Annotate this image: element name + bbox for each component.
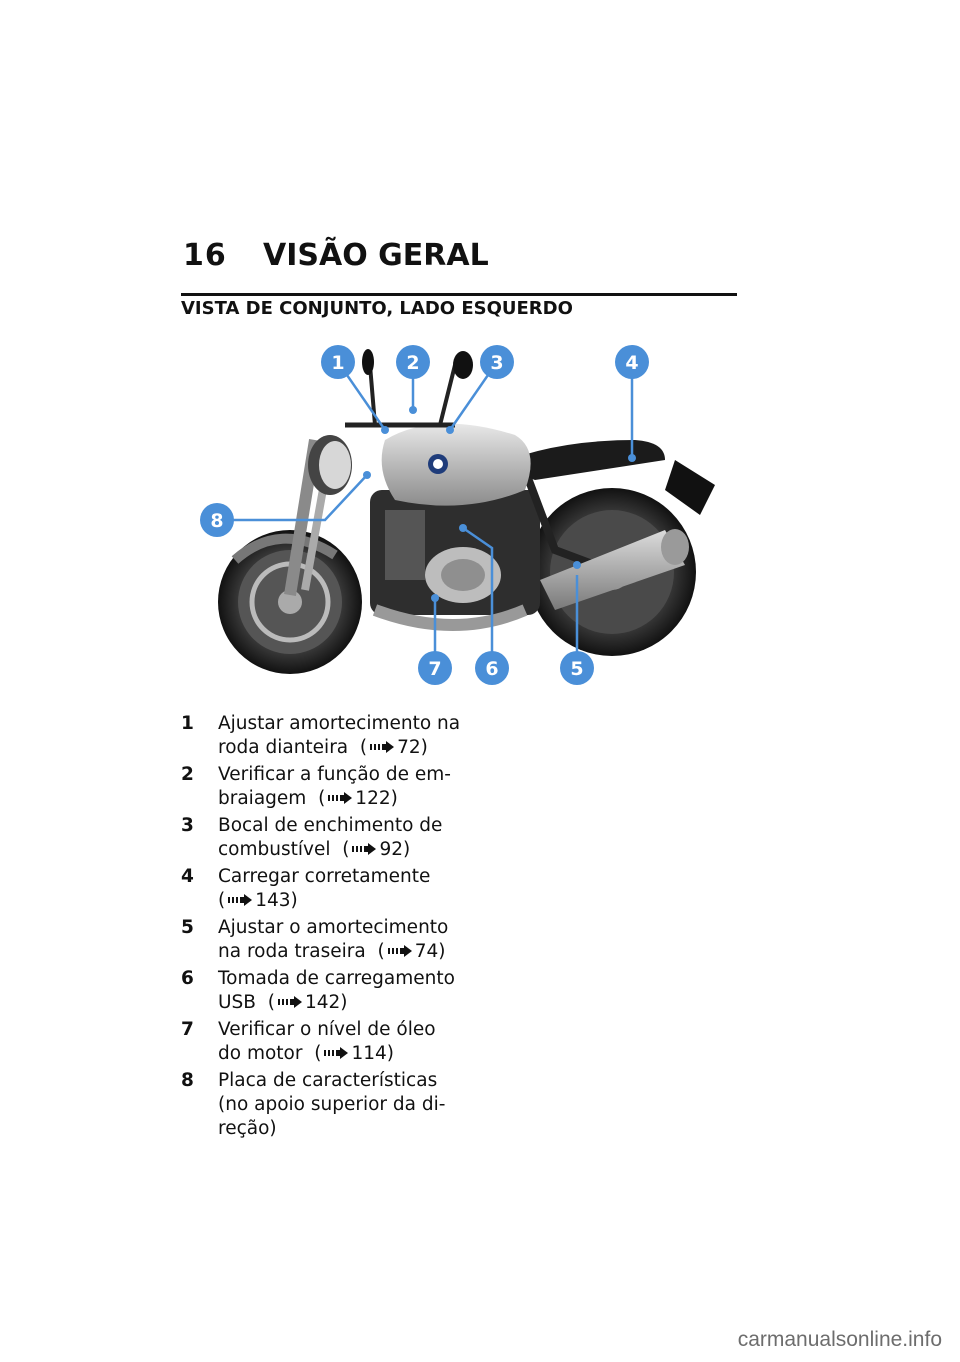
page-ref-arrow-icon [277, 996, 302, 1008]
watermark: carmanualsonline.info [737, 1328, 942, 1351]
page-reference[interactable]: 72) [397, 737, 428, 758]
callout-7: 7 [418, 651, 452, 685]
page-reference[interactable]: 142) [304, 992, 348, 1013]
page-reference[interactable]: 92) [379, 839, 411, 860]
motorcycle-illustration: 1 2 3 4 5 6 7 8 [200, 345, 715, 685]
svg-text:2: 2 [406, 352, 419, 374]
svg-text:7: 7 [428, 658, 441, 680]
svg-text:8: 8 [210, 510, 223, 532]
right-mirror [453, 351, 473, 379]
svg-text:4: 4 [625, 352, 638, 374]
callout-1: 1 [321, 345, 355, 379]
fuel-tank [381, 423, 531, 506]
license-plate [665, 460, 715, 515]
front-fender [231, 533, 338, 564]
section-title: VISTA DE CONJUNTO, LADO ESQUERDO [181, 298, 573, 319]
callout-8: 8 [200, 503, 234, 537]
callout-6: 6 [475, 651, 509, 685]
left-mirror [362, 349, 374, 375]
page-reference[interactable]: 74) [414, 941, 446, 962]
page-reference[interactable]: 114) [351, 1043, 394, 1064]
svg-text:3: 3 [490, 352, 503, 374]
page-ref-arrow-icon [352, 843, 377, 855]
legend-item-8: 8 Placa de características (no apoio sup… [181, 1070, 446, 1139]
callout-legend: 1 Ajustar amortecimento na roda dianteir… [181, 712, 471, 1144]
page-reference[interactable]: 143) [255, 890, 298, 911]
frame [521, 468, 597, 569]
page-ref-arrow-icon [324, 1047, 349, 1059]
page-ref-arrow-icon [387, 945, 412, 957]
page-ref-arrow-icon [370, 741, 395, 753]
legend-item-6: 6 Tomada de carregamento USB (142) [181, 968, 455, 1013]
callout-4: 4 [615, 345, 649, 379]
chapter-title: VISÃO GERAL [263, 238, 489, 273]
page-reference[interactable]: 122) [355, 788, 398, 809]
legend-item-2: 2 Verificar a função de em- braiagem (12… [181, 764, 451, 809]
legend-item-3: 3 Bocal de enchimento de combustível (92… [181, 815, 443, 860]
headlight [308, 435, 352, 495]
svg-text:1: 1 [331, 352, 344, 374]
svg-text:6: 6 [485, 658, 498, 680]
header-rule [181, 293, 737, 296]
page-ref-arrow-icon [228, 894, 253, 906]
callout-3: 3 [480, 345, 514, 379]
legend-item-1: 1 Ajustar amortecimento na roda dianteir… [181, 713, 461, 758]
callout-2: 2 [396, 345, 430, 379]
page-ref-arrow-icon [328, 792, 353, 804]
svg-text:5: 5 [570, 658, 583, 680]
legend-item-7: 7 Verificar o nível de óleo do motor (11… [181, 1019, 436, 1064]
callout-5: 5 [560, 651, 594, 685]
seat [495, 440, 665, 480]
page-number: 16 [183, 238, 227, 273]
legend-item-4: 4 Carregar corretamente (143) [181, 866, 431, 911]
legend-item-5: 5 Ajustar o amortecimento na roda trasei… [181, 917, 449, 962]
engine [370, 490, 540, 631]
front-wheel [218, 530, 362, 674]
